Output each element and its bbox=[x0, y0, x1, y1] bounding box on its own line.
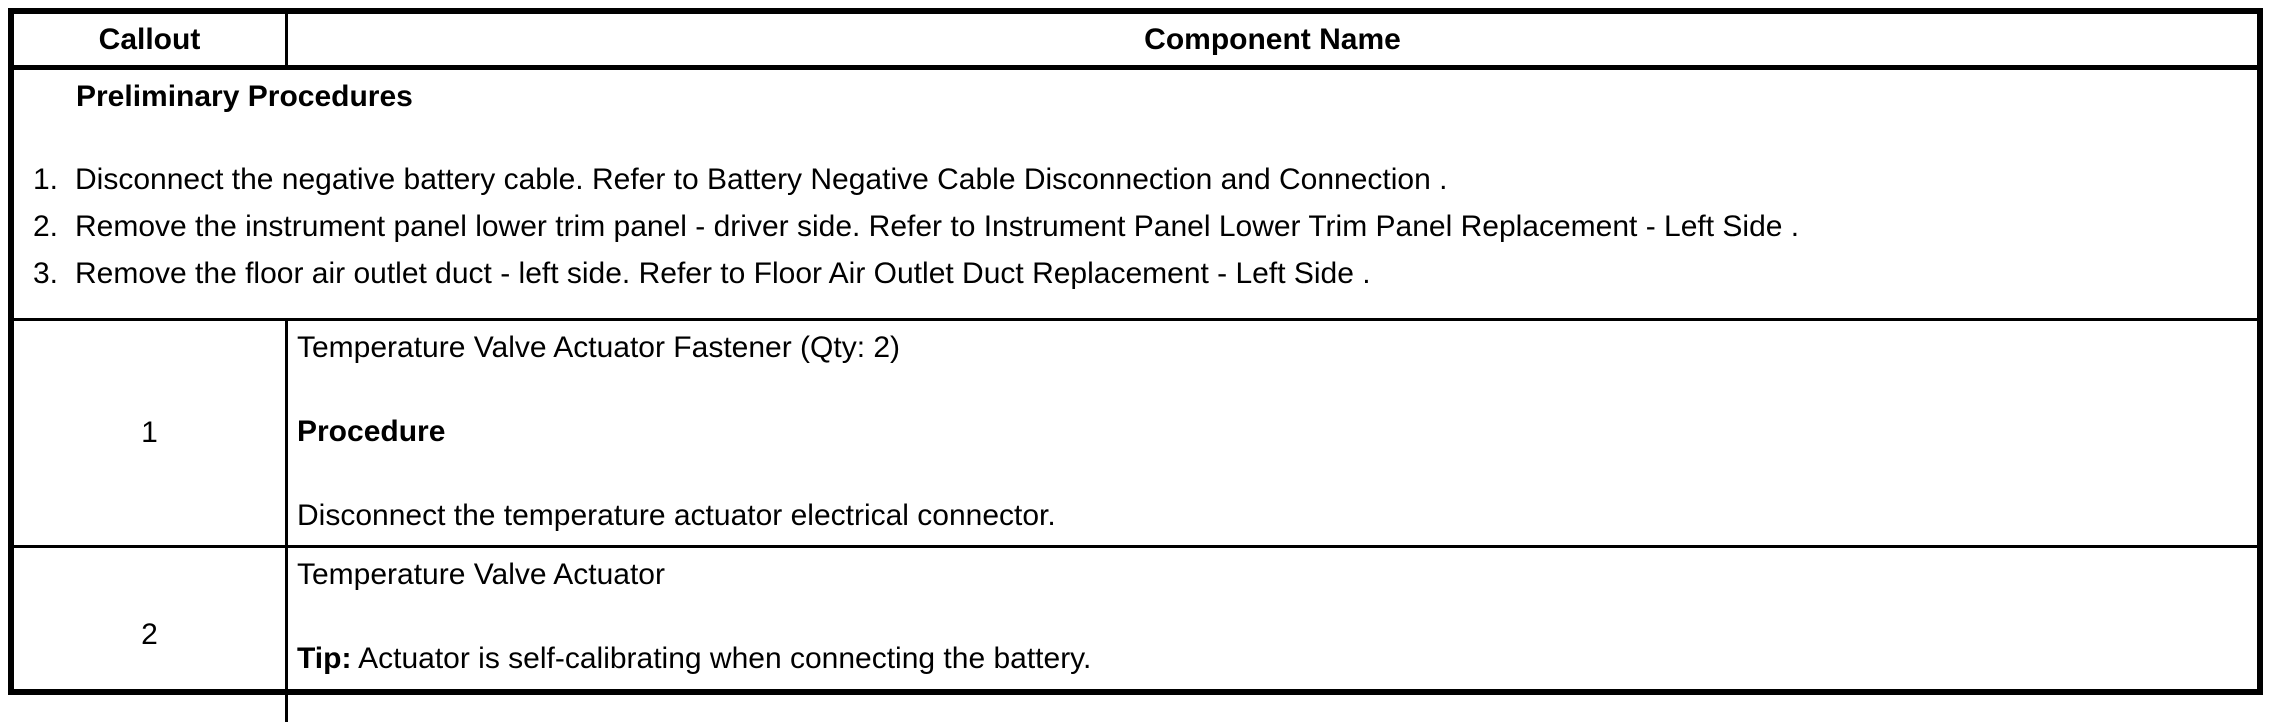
step-text: Remove the floor air outlet duct - left … bbox=[75, 257, 1371, 290]
tip-text: Tip: Actuator is self-calibrating when c… bbox=[297, 638, 2257, 680]
list-item: 2. Remove the instrument panel lower tri… bbox=[14, 203, 2257, 250]
table-header-row: Callout Component Name bbox=[14, 14, 2257, 70]
header-callout: Callout bbox=[14, 14, 288, 65]
component-name-text: Temperature Valve Actuator Fastener (Qty… bbox=[297, 331, 901, 364]
table-row: 2 Temperature Valve Actuator Tip: Actuat… bbox=[14, 548, 2257, 722]
component-name-cell: Temperature Valve Actuator Fastener (Qty… bbox=[288, 321, 2257, 545]
header-component-name: Component Name bbox=[1144, 22, 1401, 56]
callout-number: 2 bbox=[14, 548, 288, 722]
list-item: 1. Disconnect the negative battery cable… bbox=[14, 156, 2257, 203]
step-number: 3. bbox=[33, 257, 59, 290]
step-number: 1. bbox=[33, 163, 59, 196]
list-item: 3. Remove the floor air outlet duct - le… bbox=[14, 250, 2257, 297]
step-number: 2. bbox=[33, 210, 59, 243]
procedure-text: Disconnect the temperature actuator elec… bbox=[297, 499, 1056, 532]
tip-body: Actuator is self-calibrating when connec… bbox=[351, 642, 1092, 675]
callout-number: 1 bbox=[14, 321, 288, 545]
component-name-text: Temperature Valve Actuator bbox=[297, 558, 665, 591]
preliminary-procedures-title: Preliminary Procedures bbox=[76, 80, 413, 113]
service-manual-page: Callout Component Name Preliminary Proce… bbox=[8, 8, 2263, 722]
preliminary-steps-list: 1. Disconnect the negative battery cable… bbox=[14, 156, 2257, 297]
tip-label: Tip: bbox=[297, 642, 352, 675]
component-name-cell: Temperature Valve Actuator Tip: Actuator… bbox=[288, 548, 2257, 722]
step-text: Remove the instrument panel lower trim p… bbox=[75, 210, 1800, 243]
step-text: Disconnect the negative battery cable. R… bbox=[75, 163, 1448, 196]
preliminary-procedures-section: Preliminary Procedures 1. Disconnect the… bbox=[14, 70, 2257, 321]
procedure-heading: Procedure bbox=[297, 415, 446, 448]
parts-callout-table: Callout Component Name Preliminary Proce… bbox=[8, 8, 2263, 722]
table-row: 1 Temperature Valve Actuator Fastener (Q… bbox=[14, 321, 2257, 548]
